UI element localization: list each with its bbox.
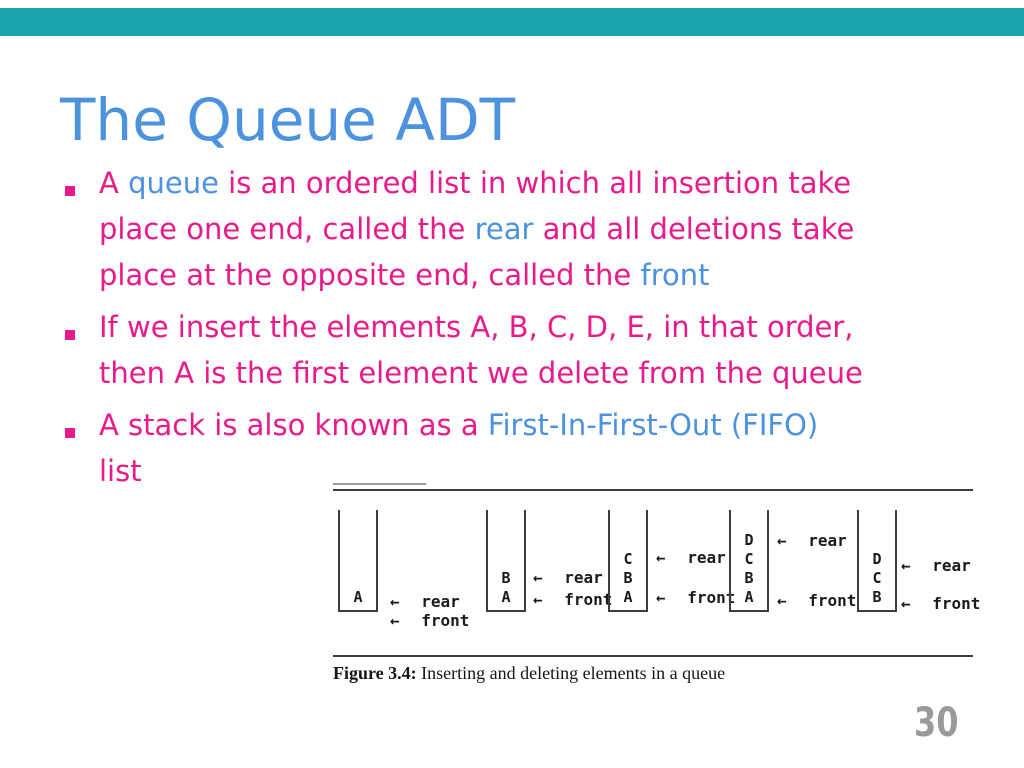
bullet-item: If we insert the elements A, B, C, D, E,… [62,304,962,396]
bullet-marker-icon [65,428,75,438]
front-arrow-label: ← front [533,590,613,609]
bullet-line: place one end, called the rear and all d… [99,206,962,252]
front-arrow-label: ← front [390,611,470,630]
accent-term: rear [474,212,534,246]
bullet-line: A stack is also known as a First-In-Firs… [99,402,962,448]
body-text: place at the opposite end, called the [99,258,641,292]
bullet-item: A queue is an ordered list in which all … [62,160,962,298]
body-text: list [99,454,142,488]
body-text: If we insert the elements A, B, C, D, E,… [99,310,854,344]
body-text: then A is the first element we delete fr… [99,356,863,390]
bullet-item: A stack is also known as a First-In-Firs… [62,402,962,494]
bullet-text: A stack is also known as a First-In-Firs… [99,402,962,494]
rear-arrow-label: ← rear [901,556,971,575]
body-text: and all deletions take [533,212,855,246]
body-text: place one end, called the [99,212,475,246]
figure-caption-text: Inserting and deleting elements in a que… [416,663,726,683]
front-arrow-label: ← front [656,588,736,607]
queue-letters: A [353,588,363,606]
bullet-marker-icon [65,330,75,340]
bullet-line: list [99,448,962,494]
page-number: 30 [914,700,959,746]
body-text: A [99,166,129,200]
page-title: The Queue ADT [60,86,516,154]
header-accent-bar [0,8,1024,36]
front-arrow-label: ← front [901,594,981,613]
body-text: is an ordered list in which all insertio… [218,166,852,200]
accent-term: queue [128,166,219,200]
accent-term: front [640,258,710,292]
bullet-list: A queue is an ordered list in which all … [62,160,962,500]
rear-arrow-label: ← rear [390,592,460,611]
figure-bottom-rule [333,655,973,657]
bullet-line: place at the opposite end, called the fr… [99,252,962,298]
body-text: A stack is also known as a [99,408,488,442]
bullet-marker-icon [65,186,75,196]
rear-arrow-label: ← rear [533,568,603,587]
rear-arrow-label: ← rear [777,531,847,550]
queue-box: A [338,510,378,612]
bullet-text: A queue is an ordered list in which all … [99,160,962,298]
bullet-line: A queue is an ordered list in which all … [99,160,962,206]
accent-term: First-In-First-Out (FIFO) [487,408,819,442]
bullet-line: then A is the first element we delete fr… [99,350,962,396]
figure-top-rule [333,489,973,491]
front-arrow-label: ← front [777,591,857,610]
bullet-text: If we insert the elements A, B, C, D, E,… [99,304,962,396]
rear-arrow-label: ← rear [656,548,726,567]
bullet-line: If we insert the elements A, B, C, D, E,… [99,304,962,350]
figure-caption: Figure 3.4: Inserting and deleting eleme… [333,663,725,684]
figure-caption-label: Figure 3.4: [333,663,417,683]
figure-scan-artifact-line [333,483,426,485]
